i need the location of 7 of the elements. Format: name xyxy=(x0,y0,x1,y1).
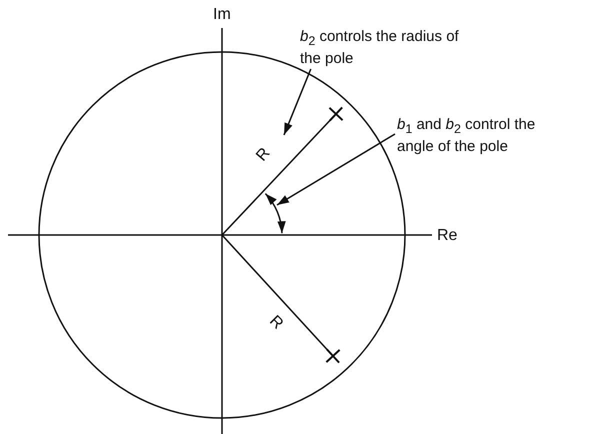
annotation-text: b$_{1}$ and b$_{2}$ control the angle of the pole xyxy=(397,116,565,156)
axis-label: Re xyxy=(437,227,458,245)
radius-label: R xyxy=(265,312,286,334)
annotation-text: b$_{2}$ controls the radius of the pole xyxy=(300,28,480,68)
leader-arrow xyxy=(276,133,396,206)
axis-label: Im xyxy=(213,6,231,24)
radius-label: R xyxy=(253,144,274,166)
